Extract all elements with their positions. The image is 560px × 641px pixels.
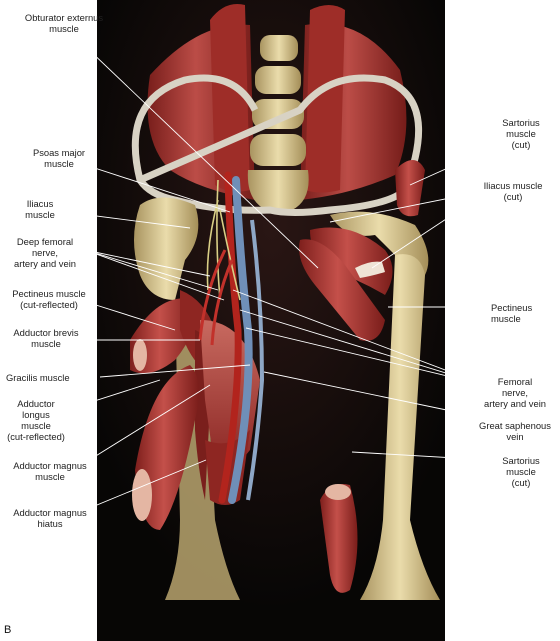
great-saphenous-vein: [246, 219, 265, 501]
leader-sartorius-top: [409, 139, 511, 186]
label-sartorius-top: Sartorius muscle (cut): [502, 117, 540, 150]
lumbar-spine: [247, 35, 309, 210]
leader-iliacus-right-2: [371, 189, 491, 269]
label-adductor-longus: Adductor longus muscle (cut-reflected): [7, 398, 65, 442]
right-psoas-column: [305, 5, 345, 193]
leader-obturator-externus: [64, 26, 319, 269]
femoral-artery: [218, 171, 242, 504]
right-sartorius-top: [395, 160, 425, 217]
label-adductor-magnus-hiatus: Adductor magnus hiatus: [13, 507, 87, 529]
leader-deep-femoral-3: [84, 249, 225, 301]
femoral-vein: [228, 176, 253, 504]
pectineus-cut-end: [133, 339, 147, 371]
leader-adductor-magnus: [69, 384, 211, 473]
label-iliacus-right: Iliacus muscle (cut): [483, 180, 543, 202]
leader-pectineus-left: [79, 299, 176, 331]
label-adductor-brevis: Adductor brevis muscle: [13, 327, 79, 349]
label-iliacus-left: Iliacus muscle: [25, 198, 55, 220]
right-iliacus-cut: [310, 227, 393, 295]
label-sartorius-bottom: Sartorius muscle (cut): [502, 455, 540, 488]
deep-femoral-branches: [198, 249, 234, 346]
leader-lines: [49, 26, 511, 513]
label-deep-femoral: Deep femoral nerve, artery and vein: [13, 236, 76, 269]
leader-great-saphenous: [263, 371, 486, 419]
leader-femoral-2: [239, 309, 486, 386]
leader-deep-femoral-2: [84, 249, 219, 291]
leader-psoas-major: [69, 159, 231, 213]
leader-adductor-longus: [59, 379, 161, 413]
leader-deep-femoral-1: [84, 249, 211, 277]
sartorius-cut-end: [325, 484, 351, 500]
leader-adductor-magnus-hiatus: [79, 459, 207, 513]
label-obturator-externus: Obturator externus muscle: [24, 12, 104, 34]
label-femoral: Femoral nerve, artery and vein: [483, 376, 546, 409]
right-femur: [360, 254, 440, 600]
label-pectineus-cut-reflected: Pectineus muscle (cut-reflected): [12, 288, 86, 310]
leader-femoral-3: [245, 327, 486, 386]
label-adductor-magnus: Adductor magnus muscle: [13, 460, 87, 482]
adductor-longus-cut-end: [132, 469, 152, 521]
label-great-saphenous: Great saphenous vein: [479, 420, 551, 442]
leader-iliacus-left: [49, 209, 191, 229]
right-pectineus: [299, 239, 385, 341]
panel-letter: B: [4, 624, 12, 636]
label-pectineus-right: Pectineus muscle: [491, 302, 533, 324]
leader-femoral-1: [232, 289, 486, 386]
leader-sartorius-bottom: [351, 451, 491, 461]
right-sartorius-cut: [320, 484, 358, 593]
right-iliacus-tendon: [355, 261, 385, 278]
label-gracilis: Gracilis muscle: [6, 372, 70, 383]
leader-iliacus-right-1: [329, 189, 491, 223]
label-psoas-major: Psoas major muscle: [32, 147, 86, 169]
leader-gracilis: [99, 364, 251, 378]
